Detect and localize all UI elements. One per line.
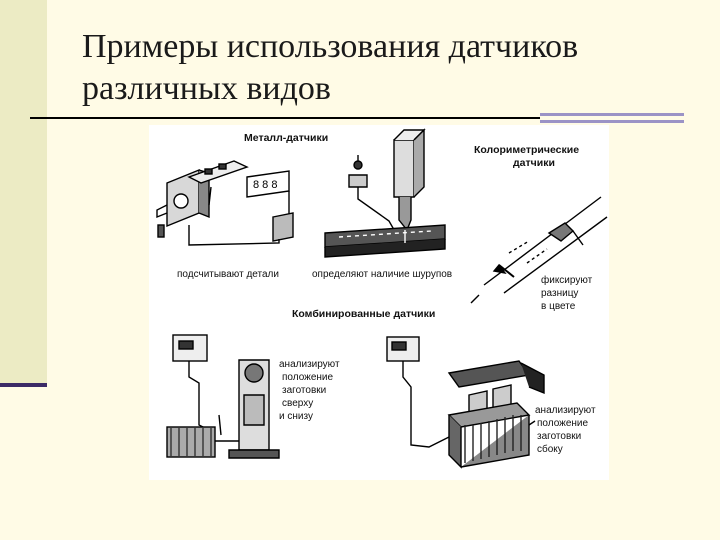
caption-fix-diff-3: в цвете: [541, 301, 576, 312]
title-accent-line-top: [540, 113, 684, 116]
slide-title: Примеры использования датчиков различных…: [82, 28, 579, 107]
title-accent-line-bottom: [540, 120, 684, 123]
screw-detection-drawing: [324, 128, 446, 258]
colorimetric-sensor-drawing: [470, 196, 608, 304]
combined-press-drawing: [166, 334, 280, 459]
caption-analyze-top-4: сверху: [282, 398, 313, 409]
caption-fix-diff-2: разницу: [541, 288, 578, 299]
caption-fix-diff-1: фиксируют: [541, 274, 593, 286]
left-decor-stripe: [0, 383, 47, 387]
sensor-illustration: Металл-датчики Колориметрические датчики…: [156, 128, 608, 469]
caption-detect-screws: определяют наличие шурупов: [312, 269, 452, 280]
left-decor-band: [0, 0, 47, 383]
caption-analyze-top-3: заготовки: [282, 385, 326, 396]
caption-count-parts: подсчитывают детали: [177, 269, 279, 280]
caption-analyze-side-1: анализируют: [535, 405, 596, 416]
header-colorimetric-line1: Колориметрические: [474, 144, 579, 156]
caption-analyze-side-2: положение: [537, 418, 589, 429]
sensor-examples-figure: Металл-датчики Колориметрические датчики…: [149, 125, 609, 480]
caption-analyze-top-1: анализируют: [279, 359, 340, 370]
svg-text:8 8 8: 8 8 8: [253, 179, 277, 191]
caption-analyze-top-2: положение: [282, 372, 334, 383]
header-metal-sensors: Металл-датчики: [244, 132, 328, 144]
caption-analyze-side-4: сбоку: [537, 443, 563, 455]
title-underline: [30, 117, 540, 119]
header-combined-sensors: Комбинированные датчики: [292, 308, 435, 320]
metal-sensor-counter-drawing: 8 8 8: [156, 160, 294, 246]
header-colorimetric-line2: датчики: [513, 157, 555, 169]
caption-analyze-top-5: и снизу: [279, 411, 313, 422]
combined-side-drawing: [386, 336, 545, 469]
caption-analyze-side-3: заготовки: [537, 431, 581, 442]
